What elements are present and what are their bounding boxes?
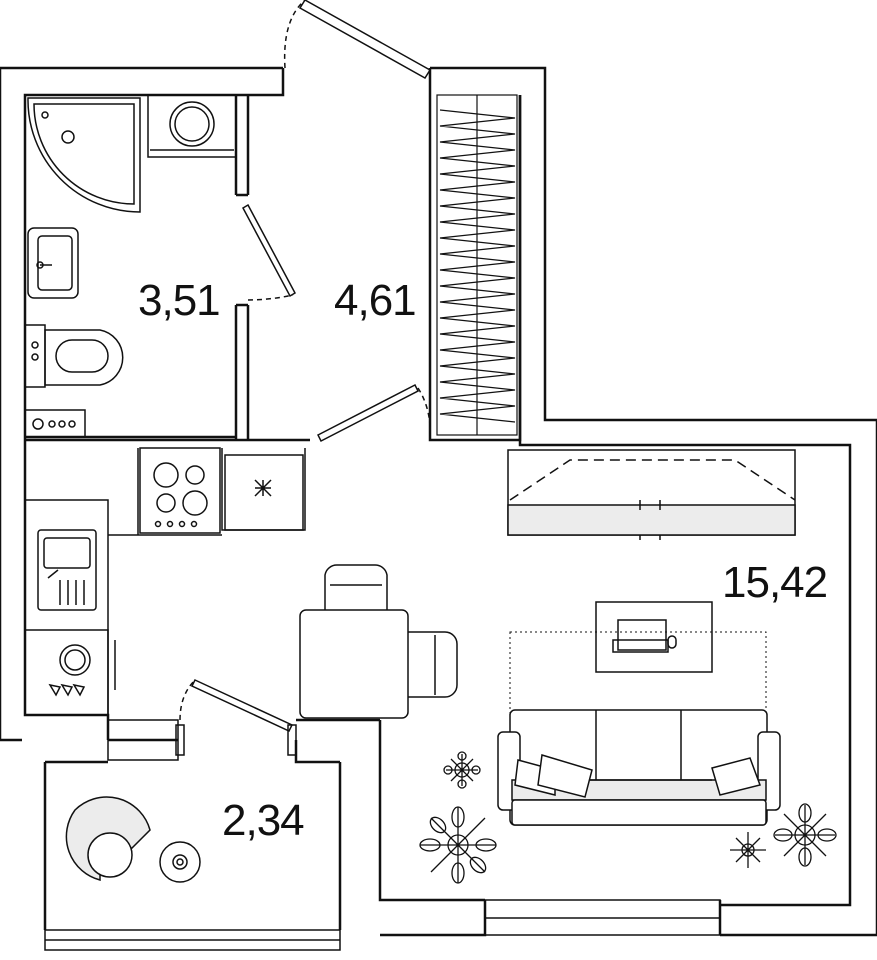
water-heater-panel (24, 409, 86, 438)
sink (27, 227, 79, 299)
balcony-area-label: 2,34 (222, 796, 305, 845)
living-area-label: 15,42 (722, 558, 828, 607)
round-table (159, 841, 201, 883)
windows (44, 719, 721, 951)
kitchen-counter (24, 447, 306, 716)
tv-stand (595, 601, 713, 673)
plants (419, 751, 837, 884)
hallway-area-label: 4,61 (334, 276, 417, 325)
dining-table (299, 564, 458, 719)
bathroom-area-label: 3,51 (138, 276, 221, 325)
wall-bed (507, 449, 796, 540)
sofa (497, 709, 781, 826)
doors (175, 0, 432, 756)
armchair (65, 796, 151, 881)
wardrobe (436, 94, 518, 436)
toilet (24, 324, 124, 388)
washing-machine (147, 94, 237, 158)
shower (27, 97, 141, 213)
